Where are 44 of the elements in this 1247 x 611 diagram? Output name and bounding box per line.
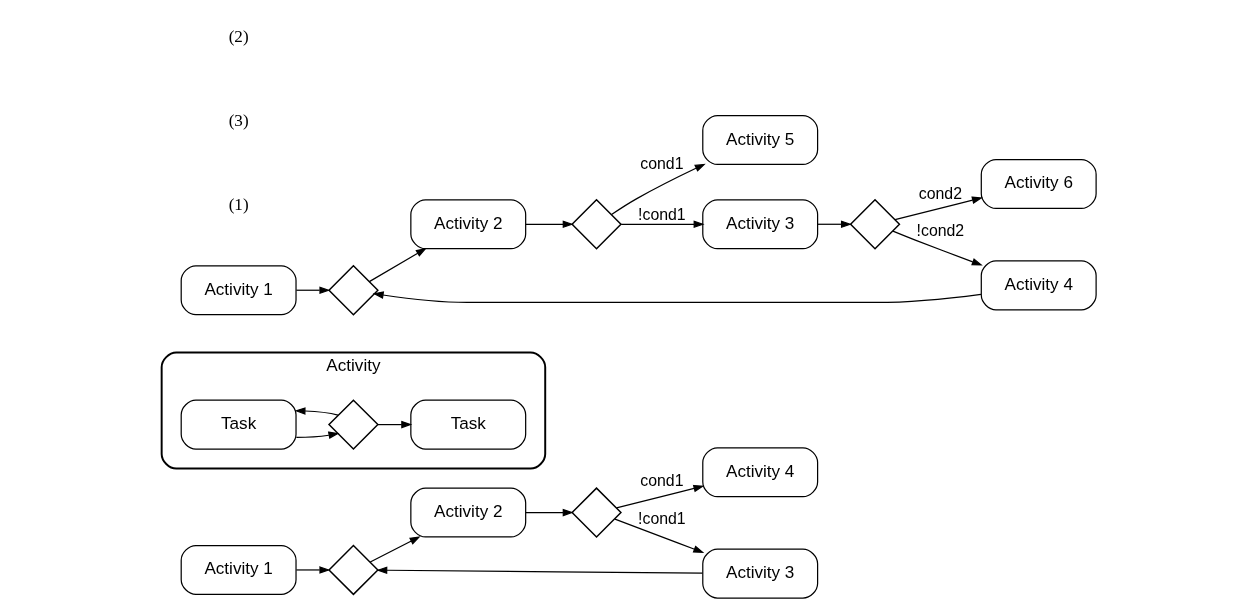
node-diamond [570,487,622,538]
node-box: Activity 3 [701,548,818,599]
node-diamond [327,264,379,316]
label: (2) [228,26,249,46]
node-box: Activity 2 [409,199,526,250]
arrow [372,291,982,304]
arrow [610,163,706,216]
edge-label: cond2 [918,185,962,203]
arrow [524,508,574,517]
node-box: Activity 4 [701,447,818,498]
node-box: Activity 6 [980,158,1097,209]
arrow [376,420,412,429]
edge-label: !cond1 [637,205,686,223]
arrow [294,407,339,416]
node-box: Activity 1 [180,265,297,316]
node-box: Activity 4 [980,260,1097,311]
node-box: Task [409,399,526,450]
arrow [816,220,852,229]
node-box: Activity 2 [409,487,526,538]
arrow [524,220,574,229]
edge-label: !cond2 [916,221,964,239]
arrow [295,566,330,574]
arrow [368,247,427,283]
edge-label: cond1 [639,472,683,490]
node-box: Task [180,399,297,450]
arrow [295,431,339,440]
arrow [893,196,983,221]
label: (1) [228,195,249,215]
arrow [613,518,704,553]
node-diamond [327,544,379,596]
label: (3) [228,111,249,131]
node-box: Activity 5 [701,114,818,166]
node-box: Activity 1 [180,544,297,595]
node-diamond [849,198,900,250]
edge-label: !cond1 [637,510,686,528]
arrow [615,484,704,509]
arrow [295,286,330,295]
arrow [891,230,983,266]
arrow [620,220,705,229]
arrow [375,566,703,575]
node-box: Activity 3 [701,199,818,250]
node-diamond [570,198,622,250]
edge-label: cond1 [639,154,683,172]
arrow [369,536,421,563]
